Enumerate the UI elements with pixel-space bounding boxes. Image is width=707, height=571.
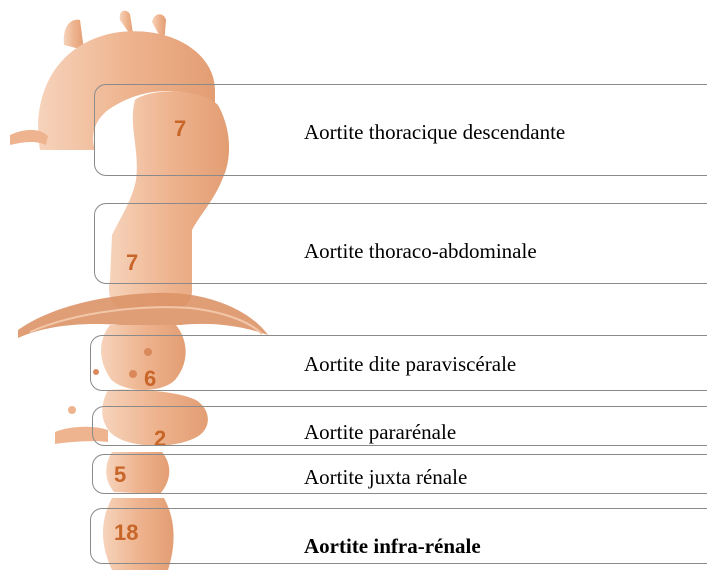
- segment-label: Aortite juxta rénale: [304, 465, 467, 490]
- segment-label: Aortite thoraco-abdominale: [304, 239, 537, 264]
- branch-stub: [68, 406, 76, 414]
- vessel-left: [10, 130, 48, 145]
- segment-label: Aortite thoracique descendante: [304, 120, 565, 145]
- segment-label: Aortite dite paraviscérale: [304, 352, 516, 377]
- segment-label: Aortite pararénale: [304, 420, 456, 445]
- segment-label: Aortite infra-rénale: [304, 534, 481, 559]
